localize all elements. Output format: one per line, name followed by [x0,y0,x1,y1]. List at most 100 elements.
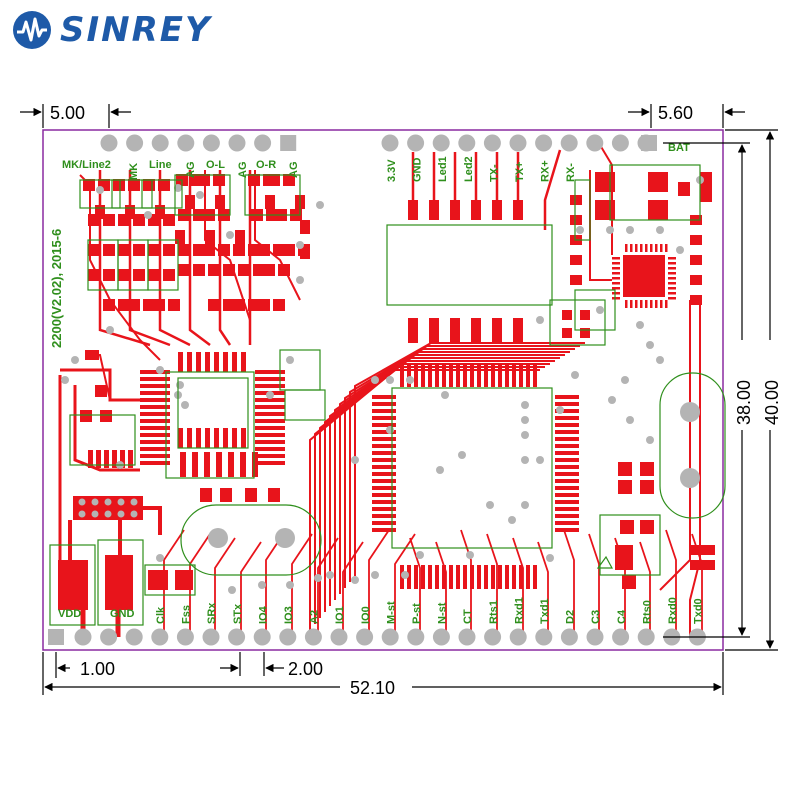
smd-pad [140,377,170,381]
smd-pad [640,462,654,476]
smd-pad [120,450,125,468]
via [351,456,359,464]
smd-pad [228,452,234,477]
smd-pad [471,318,481,343]
trace [204,170,251,321]
via [96,186,104,194]
header-pad [100,134,118,152]
pin-label: AG [237,162,249,179]
smd-pad [562,328,572,338]
trace [354,342,585,576]
smd-pad [140,412,170,416]
smd-pad [175,570,193,590]
smd-pad [85,350,99,360]
smd-pad [555,521,579,525]
smd-pad [690,275,702,285]
header-pad [356,628,374,646]
smd-pad [140,426,170,430]
smd-pad [140,440,170,444]
smd-pad [477,363,481,387]
component-outline [111,179,153,209]
smd-pad [140,419,170,423]
smd-pad [449,565,453,589]
smd-pad [253,264,265,276]
smd-pad [612,267,620,270]
smd-pad [255,377,285,381]
smd-pad [273,299,285,311]
smd-pad [555,493,579,497]
via [536,316,544,324]
smd-pad [372,465,396,469]
via [521,401,529,409]
smd-pad [612,272,620,275]
magnetics-outline [386,224,553,306]
via [326,571,334,579]
smd-pad [205,352,210,372]
smd-pad [620,520,634,534]
trace [60,368,140,402]
smd-pad [484,565,488,589]
header-pad [100,628,118,646]
smd-pad [153,299,165,311]
smd-pad [118,299,130,311]
via [606,226,614,234]
pin-label: A2 [309,610,321,624]
smd-pad [660,300,663,308]
via [436,466,444,474]
pin-label: D2 [565,610,577,624]
dimension-lines [20,104,778,695]
via [676,246,684,254]
pin-label: IO0 [360,606,372,624]
smd-pad [258,299,270,311]
smd-pad [372,430,396,434]
smd-pad [208,264,220,276]
trace [143,506,162,535]
smd-pad [118,269,130,281]
smd-pad [255,370,285,374]
smd-pad [283,244,295,256]
smd-pad [665,300,668,308]
smd-pad [372,437,396,441]
header-pad [176,628,194,646]
header-pad [535,134,553,152]
trace [218,170,232,346]
smd-pad [435,363,439,387]
coin-pad [680,468,700,488]
via [228,586,236,594]
smd-pad [491,363,495,387]
smd-pad [519,565,523,589]
cap-outline [49,544,96,626]
trace [486,533,498,637]
smd-pad [407,363,411,387]
smd-pad [372,514,396,518]
board-version: 2200(V2.02), 2015-6 [49,229,64,348]
polarity-mark [596,555,614,569]
component-outline [244,174,301,216]
header-pad [74,628,92,646]
via [156,366,164,374]
header-pad [535,628,553,646]
smd-pad [155,205,165,219]
smd-pad [196,428,201,448]
smd-pad [103,269,115,281]
smd-pad [372,444,396,448]
smd-pad [533,565,537,589]
smd-pad [442,565,446,589]
smd-pad [255,461,285,465]
component-outline [599,514,661,576]
smd-pad [555,465,579,469]
smd-pad [128,299,140,311]
pin-label: Txd1 [539,598,551,624]
smd-pad [220,488,232,502]
pin-label: O-L [206,159,225,171]
header-pad [279,628,297,646]
coin-pad [680,402,700,422]
smd-pad [625,300,628,308]
smd-pad [615,545,633,570]
smd-pad [668,282,676,285]
trace [163,529,185,637]
smd-pad [512,565,516,589]
smd-pad [648,200,668,220]
smd-pad [555,472,579,476]
smd-pad [429,318,439,343]
